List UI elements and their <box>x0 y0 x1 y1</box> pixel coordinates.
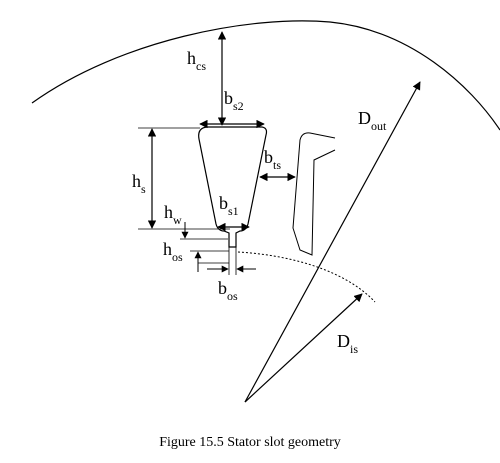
dis-arrow <box>244 293 363 403</box>
label-bos: bos <box>218 278 238 303</box>
label-hw: hw <box>164 202 182 227</box>
stator-bore-arc <box>237 251 376 303</box>
label-dout: Dout <box>358 108 387 133</box>
dout-arrow <box>244 81 421 403</box>
label-hs: hs <box>132 171 146 196</box>
label-bs2: bs2 <box>224 88 244 113</box>
label-dis: Dis <box>337 331 358 356</box>
label-hos: hos <box>163 239 183 264</box>
label-bs1: bs1 <box>219 193 239 218</box>
label-hcs: hcs <box>187 48 206 73</box>
neighbour-tooth-outline <box>292 132 336 256</box>
stator-outer-arc <box>31 20 500 131</box>
label-bts: bts <box>264 147 281 172</box>
figure-caption: Figure 15.5 Stator slot geometry <box>159 435 341 450</box>
